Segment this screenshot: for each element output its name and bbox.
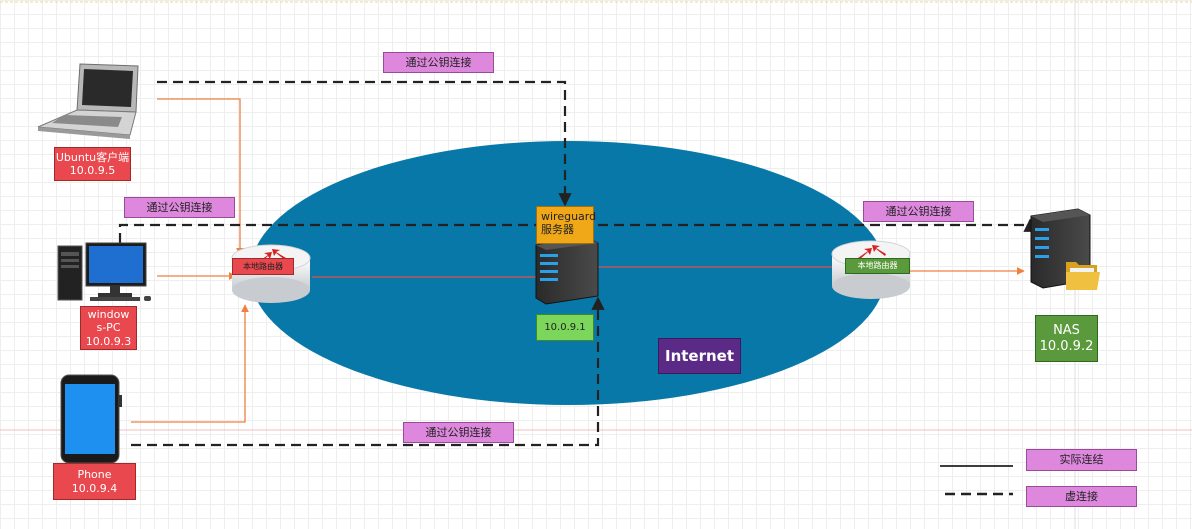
desktop-pc-icon bbox=[57, 242, 151, 301]
phone-icon bbox=[60, 374, 122, 464]
wireguard-server-ip: 10.0.9.1 bbox=[536, 314, 594, 341]
wireguard-server-label: wireguard 服务器 bbox=[536, 206, 597, 244]
windows-pc-label: windows-PC 10.0.9.3 bbox=[80, 306, 137, 350]
edge-label-left: 通过公钥连接 bbox=[124, 197, 235, 218]
wireguard-server-name: wireguard 服务器 bbox=[541, 210, 597, 237]
nas-name: NAS bbox=[1053, 322, 1080, 338]
ubuntu-client-name: Ubuntu客户端 bbox=[55, 150, 130, 164]
edge-label-bottom: 通过公钥连接 bbox=[403, 422, 514, 443]
phone-label: Phone 10.0.9.4 bbox=[53, 463, 136, 500]
nas-server-icon bbox=[1030, 208, 1100, 290]
legend-solid-label: 实际连结 bbox=[1026, 449, 1137, 471]
windows-pc-ip: 10.0.9.3 bbox=[85, 334, 132, 348]
virtual-link-phone bbox=[131, 296, 605, 447]
windows-pc-name: windows-PC bbox=[87, 308, 130, 335]
ubuntu-client-label: Ubuntu客户端 10.0.9.5 bbox=[54, 147, 131, 181]
legend-dashed-label: 虚连接 bbox=[1026, 486, 1137, 507]
phone-ip: 10.0.9.4 bbox=[71, 481, 118, 495]
laptop-icon bbox=[37, 63, 139, 139]
wireguard-server-icon bbox=[535, 237, 599, 305]
edge-label-right: 通过公钥连接 bbox=[863, 201, 974, 222]
link-phone-router bbox=[131, 304, 249, 423]
nas-ip: 10.0.9.2 bbox=[1039, 338, 1094, 354]
ubuntu-client-ip: 10.0.9.5 bbox=[69, 164, 116, 177]
nas-label: NAS 10.0.9.2 bbox=[1035, 315, 1098, 362]
internet-label: Internet bbox=[658, 338, 741, 374]
virtual-link-ubuntu bbox=[157, 80, 572, 207]
edge-label-top: 通过公钥连接 bbox=[383, 52, 494, 73]
phone-name: Phone bbox=[77, 468, 112, 482]
link-ubuntu-router bbox=[157, 98, 244, 256]
router-right-label: 本地路由器 bbox=[845, 258, 910, 274]
router-left-label: 本地路由器 bbox=[232, 258, 294, 275]
